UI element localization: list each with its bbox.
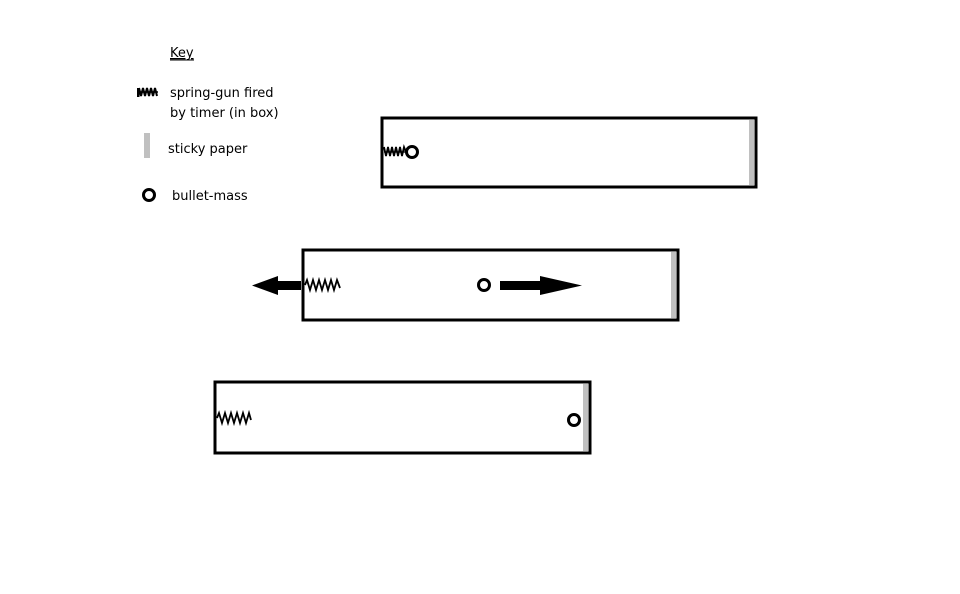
key-spring-gun-line1: spring-gun fired — [170, 86, 274, 101]
sticky-paper — [671, 252, 676, 318]
spring-icon — [304, 276, 341, 294]
box-stage-3 — [213, 380, 592, 455]
box-outline — [380, 116, 758, 189]
bullet-icon — [567, 413, 581, 427]
box-stage-1 — [380, 116, 758, 189]
spring-icon — [216, 409, 252, 427]
key-bullet-mass: bullet-mass — [172, 189, 248, 204]
bullet-icon — [142, 188, 156, 202]
bullet-icon — [477, 278, 491, 292]
key-sticky-paper: sticky paper — [168, 142, 248, 157]
box-stage-2 — [252, 248, 680, 322]
sticky-paper — [583, 384, 588, 451]
key-title: Key — [170, 46, 194, 61]
arrow-icon — [500, 276, 582, 295]
sticky-paper-icon — [144, 133, 150, 158]
box-outline — [213, 380, 592, 455]
spring-icon — [137, 87, 158, 97]
spring-icon — [383, 143, 407, 157]
key-legend: Key spring-gun fired by timer (in box) s… — [137, 46, 279, 204]
sticky-paper — [749, 120, 754, 185]
bullet-icon — [405, 145, 419, 159]
arrow-icon — [252, 276, 301, 295]
key-spring-gun-line2: by timer (in box) — [170, 106, 279, 121]
